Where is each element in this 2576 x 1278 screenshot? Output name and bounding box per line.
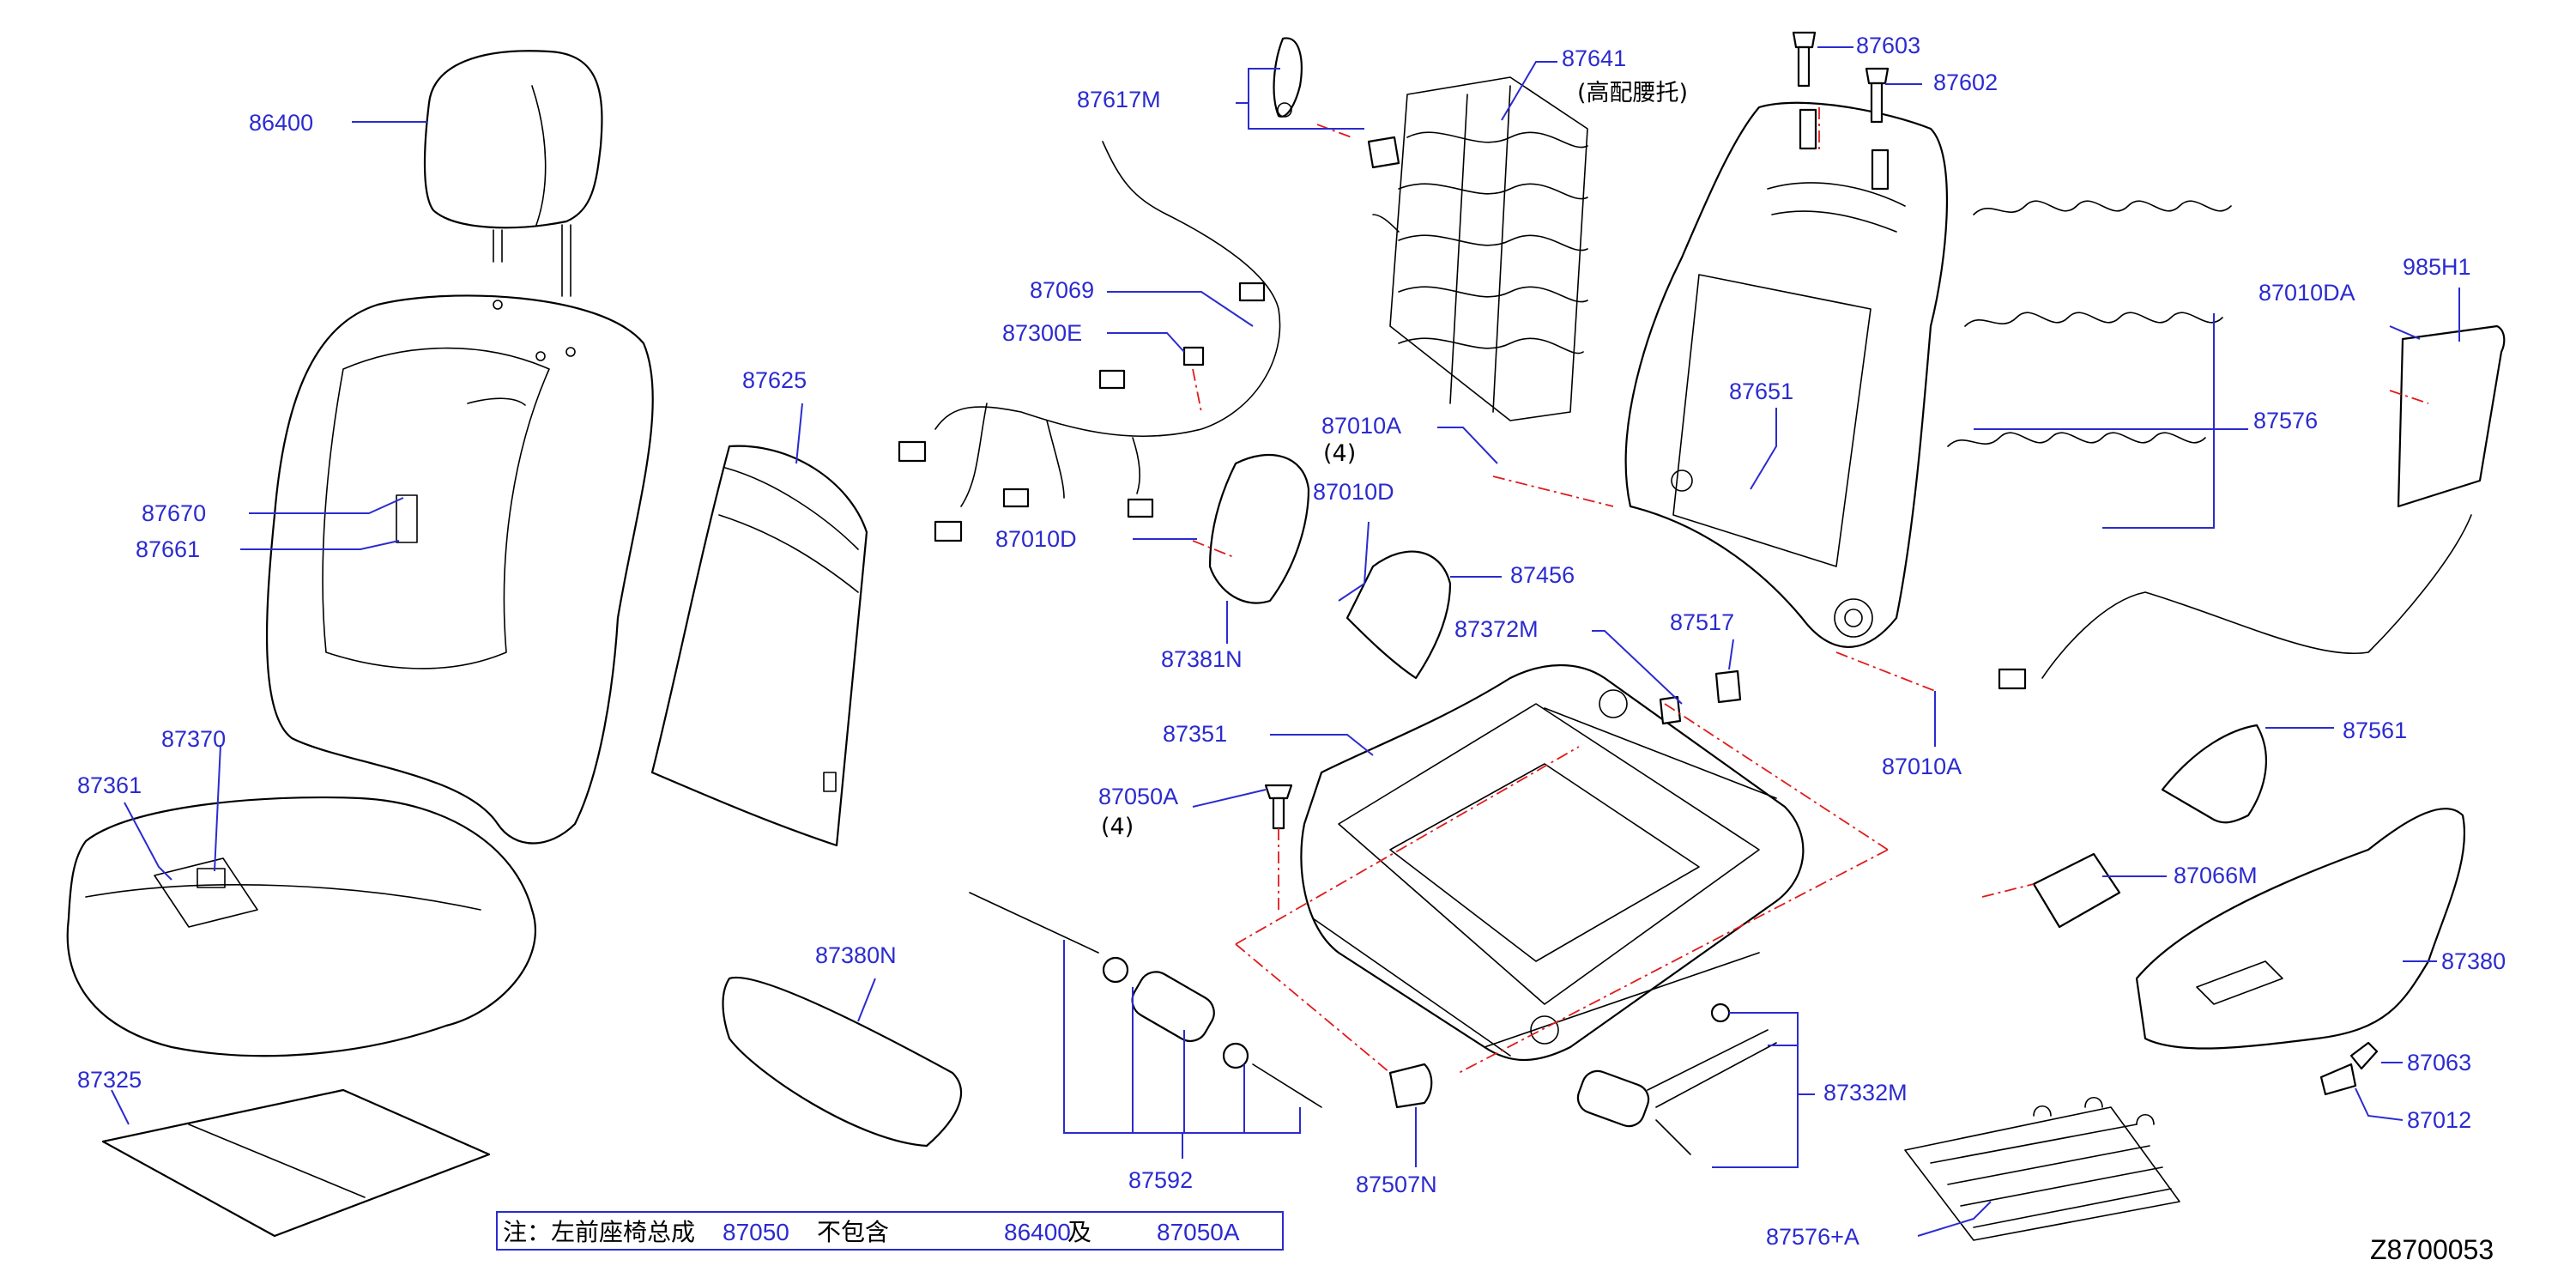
label-87381N: 87381N [1161,646,1243,672]
label-86400: 86400 [249,110,314,136]
airbag-module-part [1998,324,2506,690]
label-87370: 87370 [161,726,227,752]
insulator-sheet-part [101,1088,491,1238]
label-87351: 87351 [1163,721,1228,747]
label-87592: 87592 [1128,1167,1194,1193]
label-985H1: 985H1 [2403,254,2471,280]
back-frame-part [1624,101,1949,648]
lever-part [1273,37,1400,169]
note-conj: 及 [1067,1218,1092,1246]
seat-spring-part [1904,1096,2180,1241]
label-87641-note: (高配腰托) [1577,80,1689,106]
headrest-part [423,50,603,297]
label-87050A: 87050A [1098,784,1179,809]
finisher-part [722,976,963,1148]
label-87641: 87641 [1562,45,1627,71]
side-bracket-part [1345,550,1452,680]
label-87372M: 87372M [1454,616,1539,642]
wire-harness-part [898,141,1281,542]
note-box: 注：左前座椅总成 87050 不包含 86400 及 87050A [496,1211,1284,1251]
label-87507N: 87507N [1356,1172,1437,1197]
label-87517: 87517 [1670,609,1735,635]
label-87625: 87625 [742,367,807,393]
label-87576A: 87576+A [1766,1224,1859,1250]
label-87069: 87069 [1030,277,1095,303]
label-87670: 87670 [142,500,207,526]
label-87661: 87661 [136,536,201,562]
switch-part [2319,1041,2379,1096]
label-87617M: 87617M [1077,87,1161,112]
height-motor-part [1576,1002,1777,1155]
bracket-part [2161,724,2267,824]
seatback-cover-part [265,294,654,845]
label-87010A-top-qty: (4) [1323,440,1357,467]
label-87603: 87603 [1856,33,1921,58]
label-87050A-qty: (4) [1101,814,1134,840]
recliner-cover-part [1208,453,1310,604]
label-87063: 87063 [2407,1050,2472,1075]
seat-frame-part [1300,664,1805,1061]
label-87010DA: 87010DA [2259,280,2355,306]
document-id: Z8700053 [2370,1234,2494,1265]
slide-motor-part [969,892,1322,1108]
note-prefix: 注：左前座椅总成 [503,1218,696,1246]
label-87012: 87012 [2407,1107,2472,1133]
seat-cushion-part [66,796,537,1057]
label-87380: 87380 [2441,948,2506,974]
label-87300E: 87300E [1002,320,1083,346]
bolt-part [1264,784,1293,830]
label-87456: 87456 [1510,562,1575,588]
label-87066M: 87066M [2174,863,2258,888]
label-87561: 87561 [2343,718,2408,743]
note-part2: 86400 [1004,1219,1071,1245]
label-87651: 87651 [1729,379,1794,404]
back-spring-part [1947,200,2232,447]
alignment-lines [1192,107,2429,1074]
note-part: 87050 [723,1219,789,1245]
label-87010D-right: 87010D [1313,479,1394,505]
side-finisher-part [2135,808,2466,1050]
label-87010A-top: 87010A [1321,413,1402,439]
note-middle: 不包含 [817,1218,890,1246]
label-87576: 87576 [2253,408,2319,433]
clip-part [1659,669,1742,725]
label-87332M: 87332M [1823,1080,1908,1105]
label-87602: 87602 [1933,70,1999,95]
label-87325: 87325 [77,1067,142,1093]
note-part3: 87050A [1157,1219,1240,1245]
label-87010D-left: 87010D [995,526,1077,552]
label-87380N: 87380N [815,942,897,968]
label-87361: 87361 [77,772,142,798]
label-87010A-bottom: 87010A [1882,754,1962,779]
lumbar-support-part [1372,76,1588,421]
leader-lines [111,46,2460,1237]
latch-part [1388,1063,1433,1109]
controller-part [2032,852,2121,929]
back-board-part [650,445,868,847]
